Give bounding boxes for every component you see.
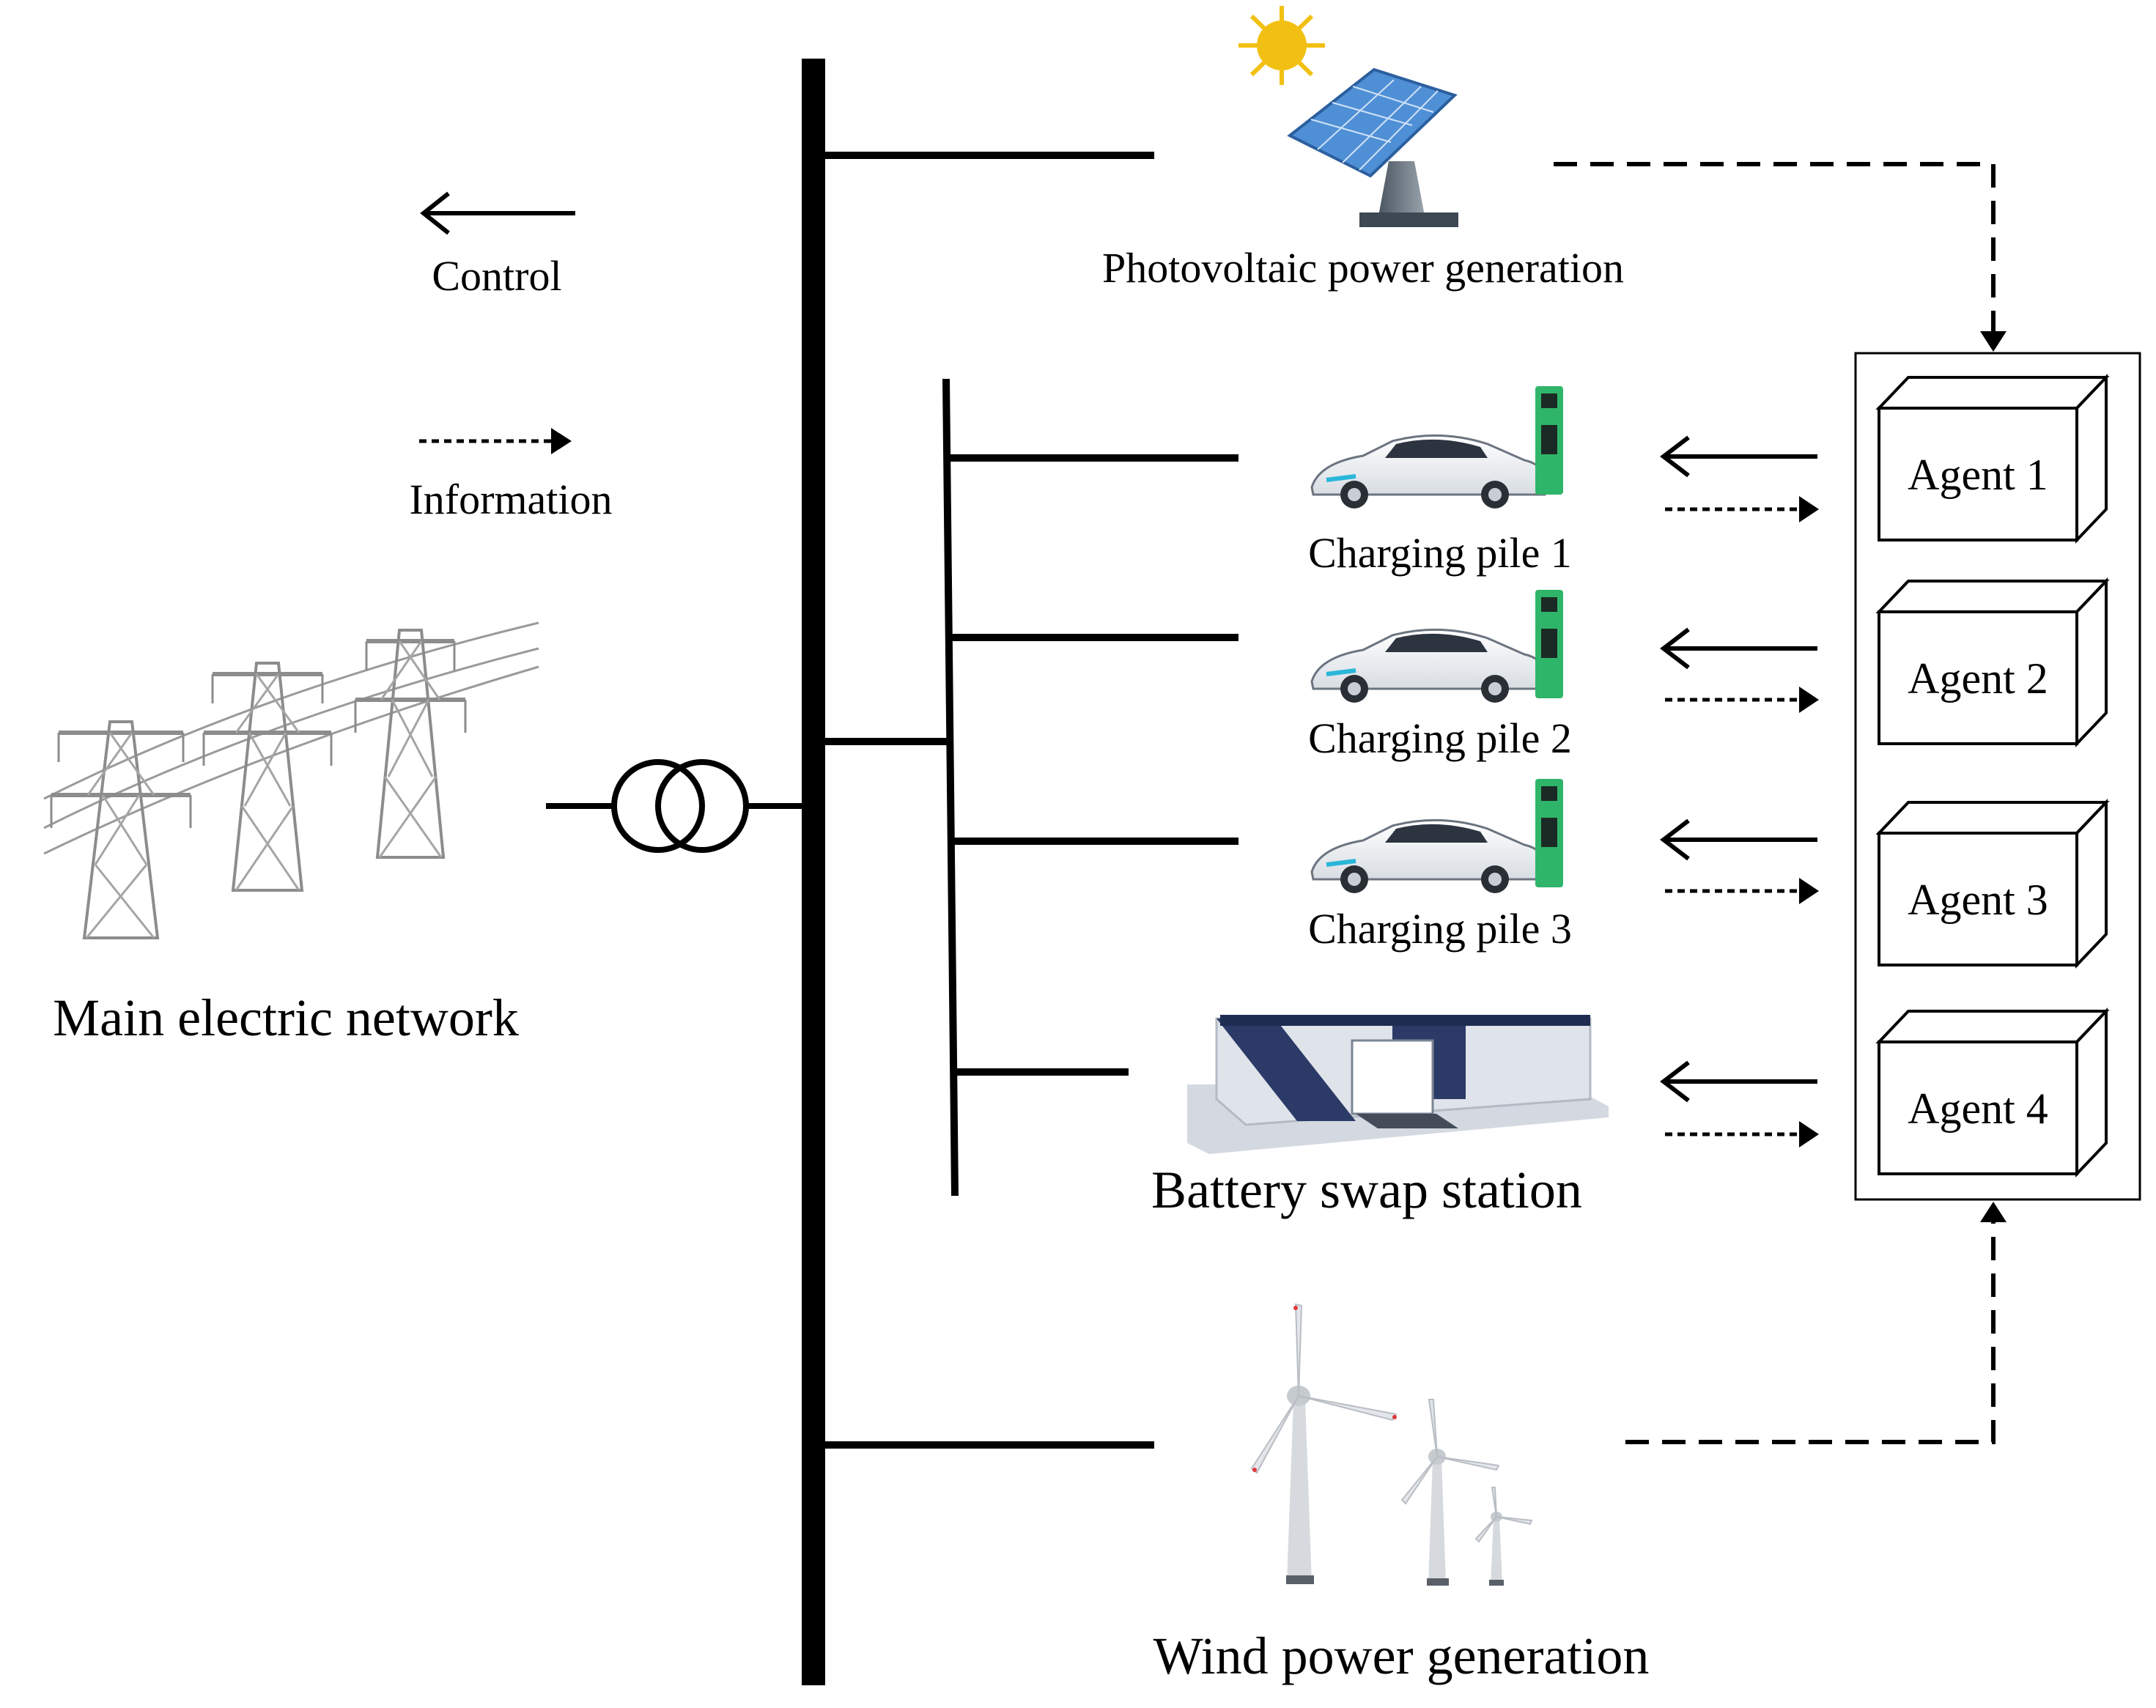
ev-car-icon (1310, 628, 1548, 703)
main-bus (802, 59, 1154, 1685)
charging-pile-3-label: Charging pile 3 (1308, 905, 1572, 953)
agent-4: Agent 4 (1875, 1008, 2110, 1178)
control-arrow-icon (1660, 435, 1817, 478)
information-arrow-icon (1665, 496, 1819, 522)
main-network-label: Main electric network (53, 988, 519, 1047)
control-legend-label: Control (432, 252, 561, 300)
control-arrow-icon (420, 191, 575, 235)
control-arrow-icon (1660, 627, 1817, 670)
charger-icon (1535, 386, 1563, 495)
ev-car-icon (1310, 818, 1548, 893)
information-arrow-icon (1665, 1121, 1819, 1147)
agent-1-label: Agent 1 (1908, 451, 2048, 499)
agent-arrows (1660, 435, 1819, 1147)
information-legend-label: Information (409, 476, 612, 523)
agent-1: Agent 1 (1875, 374, 2110, 544)
charger-icon (1535, 590, 1563, 698)
wind-label: Wind power generation (1153, 1627, 1650, 1685)
charging-pile-1-label: Charging pile 1 (1308, 529, 1572, 577)
charging-pile-2 (1310, 590, 1563, 703)
charging-pile-2-label: Charging pile 2 (1308, 714, 1572, 762)
swap-station-label: Battery swap station (1151, 1161, 1582, 1219)
agent-2: Agent 2 (1875, 577, 2110, 747)
information-arrow-icon (419, 428, 572, 454)
ev-car-icon (1310, 434, 1548, 509)
charging-pile-3 (1310, 779, 1563, 893)
agent-panel: Agent 1 Agent 2 Agent 3 Agent 4 (1854, 352, 2141, 1201)
charging-sub-bus (942, 378, 1238, 1197)
wind-turbine-icon (1250, 1303, 1533, 1586)
solar-panel-icon (1287, 67, 1458, 227)
agent-2-label: Agent 2 (1908, 654, 2048, 703)
pv-label: Photovoltaic power generation (1102, 244, 1624, 292)
information-arrow-icon (1665, 878, 1819, 904)
battery-swap-station-icon (1187, 1015, 1609, 1154)
transmission-tower-icon (43, 621, 539, 939)
agent-3-label: Agent 3 (1908, 876, 2048, 924)
control-arrow-icon (1660, 818, 1817, 861)
wind-info-link (1625, 1202, 2007, 1444)
legend: Control Information (409, 191, 613, 523)
information-arrow-icon (1665, 687, 1819, 713)
transformer-icon (546, 759, 813, 853)
control-arrow-icon (1660, 1060, 1817, 1103)
charger-icon (1535, 779, 1563, 887)
pv-info-link (1554, 162, 2007, 352)
charging-pile-1 (1310, 386, 1563, 509)
agent-3: Agent 3 (1875, 799, 2110, 969)
agent-4-label: Agent 4 (1908, 1084, 2048, 1133)
sun-icon (1238, 6, 1325, 85)
